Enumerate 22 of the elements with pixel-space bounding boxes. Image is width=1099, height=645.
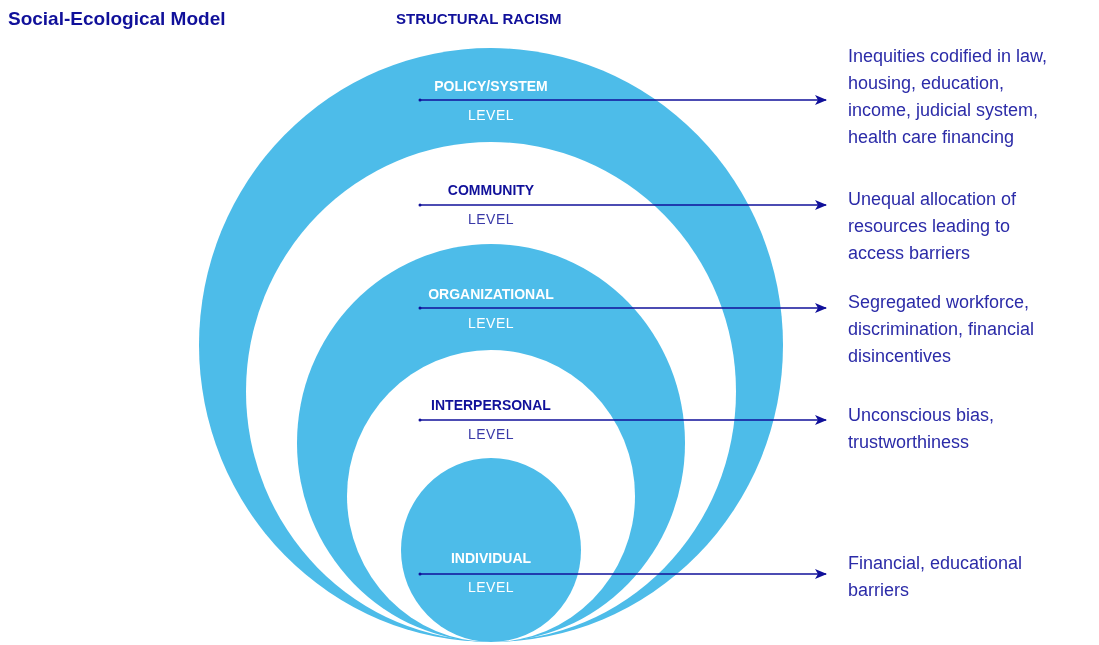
- level-name: COMMUNITY: [447, 182, 535, 198]
- description-text: Segregated workforce, discrimination, financial disincentives: [848, 291, 1036, 368]
- level-name: INTERPERSONAL: [431, 397, 551, 413]
- description-text: Inequities codified in law, housing, education, income, judicial system, health care financing: [848, 45, 1049, 149]
- level-name: POLICY/SYSTEM: [434, 78, 548, 94]
- description-text: Unequal allocation of resources leading to access barriers: [848, 188, 1018, 265]
- level-label: LEVEL: [467, 579, 515, 595]
- level-name: INDIVIDUAL: [450, 550, 532, 566]
- arrow: [418, 95, 827, 105]
- arrow: [418, 415, 827, 425]
- description-text: Financial, educational barriers: [848, 552, 1024, 602]
- level-name: ORGANIZATIONAL: [428, 286, 554, 302]
- level-label: LEVEL: [467, 315, 515, 331]
- diagram-title: Social-Ecological Model: [8, 8, 226, 30]
- level-label: LEVEL: [467, 107, 515, 123]
- level-label: LEVEL: [467, 211, 515, 227]
- description-text: Unconscious bias, trustworthiness: [848, 404, 996, 454]
- arrow: [418, 200, 827, 210]
- arrow: [418, 303, 827, 313]
- arrow: [418, 569, 827, 579]
- heading-label: STRUCTURAL RACISM: [396, 10, 562, 27]
- level-label: LEVEL: [467, 426, 515, 442]
